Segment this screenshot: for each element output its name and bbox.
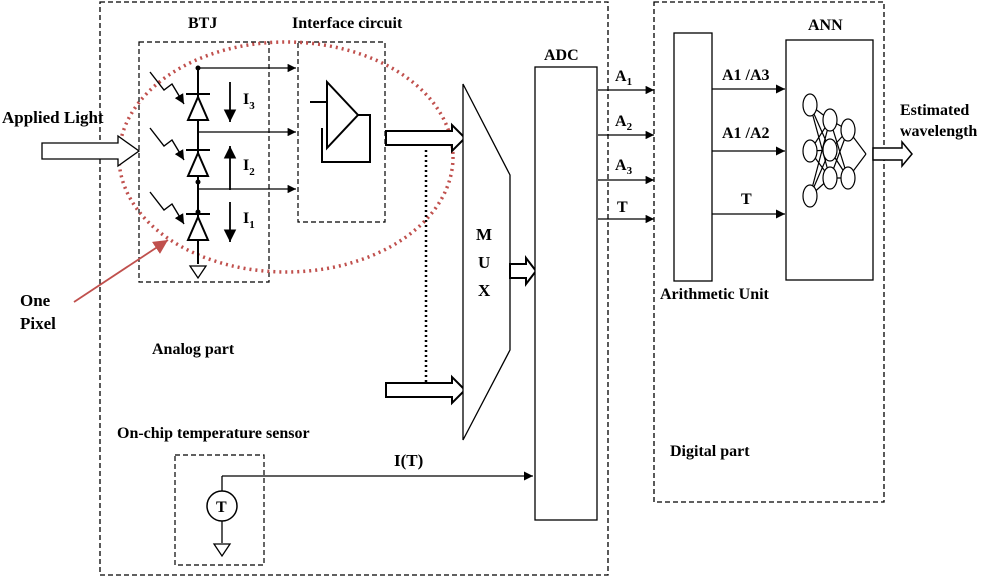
mux-letter-m: M <box>476 225 492 244</box>
estimated-output-arrow <box>872 139 913 169</box>
mux-letter-u: U <box>478 253 490 272</box>
ratio-a1-a3-label: A1 /A3 <box>722 67 770 84</box>
btj-ground-icon <box>188 265 208 280</box>
junction-dot-mid <box>195 179 201 185</box>
adc-block <box>534 66 598 521</box>
arithmetic-unit-block <box>673 32 713 282</box>
diode-2 <box>186 149 210 177</box>
one-label: One <box>20 291 51 310</box>
mux-letter-x: X <box>478 281 491 300</box>
ratio-a1-a2-label: A1 /A2 <box>722 125 770 142</box>
adc-output-t-label: T <box>617 199 628 216</box>
digital-part-label: Digital part <box>670 443 750 460</box>
interface-to-mux-arrow <box>385 122 467 154</box>
arithmetic-unit-label: Arithmetic Unit <box>660 286 770 303</box>
diode-3 <box>186 93 210 121</box>
estimated-label: Estimated <box>900 102 969 119</box>
adc-output-a1-label: A1 <box>615 68 632 88</box>
btj-box <box>138 41 270 283</box>
digital-part-box <box>653 1 885 503</box>
analog-part-label: Analog part <box>152 341 235 358</box>
analog-part-box <box>99 1 609 576</box>
current-label-i2: I2 <box>243 157 255 178</box>
applied-light-arrow <box>41 134 141 168</box>
temperature-sensor-box <box>174 454 265 566</box>
wavelength-label: wavelength <box>900 123 977 140</box>
junction-dot-bottom <box>195 209 201 215</box>
au-t-label: T <box>741 191 752 208</box>
btj-label: BTJ <box>188 15 217 32</box>
adc-output-a2-label: A2 <box>615 113 633 133</box>
adc-label: ADC <box>544 47 579 64</box>
diode-1 <box>186 213 210 241</box>
current-label-i3: I3 <box>243 91 255 112</box>
channel-n-arrow <box>385 374 467 406</box>
light-ray-icons <box>149 71 185 225</box>
ann-label: ANN <box>808 17 843 34</box>
amplifier-icon <box>310 79 371 163</box>
pixel-ellipse <box>117 40 455 274</box>
sensor-ground-icon <box>212 543 232 558</box>
interface-circuit-label: Interface circuit <box>292 15 403 32</box>
temp-sensor-label: On-chip temperature sensor <box>117 425 310 442</box>
mux-to-adc-arrow <box>509 255 538 287</box>
applied-light-label: Applied Light <box>2 108 104 127</box>
pixel-pointer-arrow <box>73 239 169 303</box>
adc-output-a3-label: A3 <box>615 157 633 177</box>
i-t-label: I(T) <box>394 451 423 470</box>
mux-block <box>462 83 511 441</box>
current-label-i1: I1 <box>243 210 255 231</box>
ann-network-icon <box>802 93 867 208</box>
temp-symbol-label: T <box>216 499 227 516</box>
pixel-label: Pixel <box>20 314 56 333</box>
